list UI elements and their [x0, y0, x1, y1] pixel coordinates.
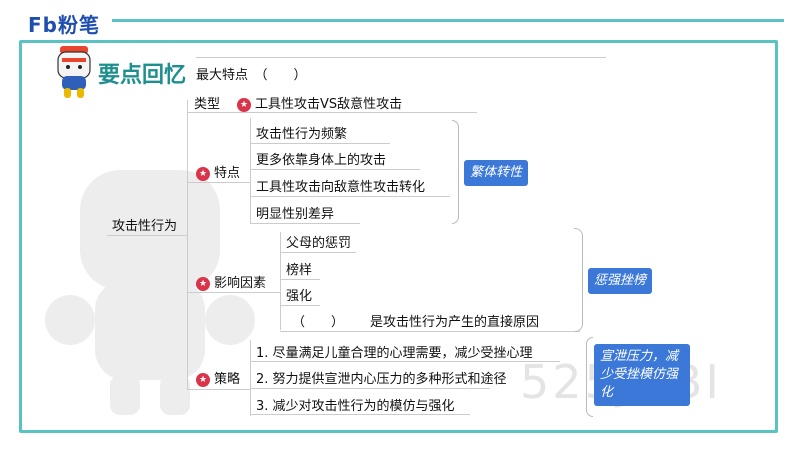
features-note: 繁体转性	[464, 160, 529, 186]
content-frame	[19, 40, 778, 433]
star-icon: ★	[196, 166, 210, 181]
strategies-branch-underline	[187, 389, 250, 390]
brand-logo: Fb粉笔	[28, 13, 100, 37]
factors-brace	[574, 228, 583, 332]
feature-item: 更多依靠身体上的攻击	[256, 153, 387, 168]
root-connector	[187, 100, 188, 390]
header-divider	[112, 19, 784, 22]
strategy-item-underline	[250, 361, 560, 362]
strategy-item-underline	[250, 388, 490, 389]
root-underline	[107, 235, 187, 236]
mascot-icon	[57, 46, 91, 98]
factor-item: 父母的惩罚	[286, 236, 352, 251]
factor-item-underline	[280, 331, 580, 332]
strategy-item: 1. 尽量满足儿童合理的心理需要，减少受挫心理	[256, 346, 533, 361]
strategy-item: 2. 努力提供宣泄内心压力的多种形式和途径	[256, 372, 507, 387]
page-title: 要点回忆	[98, 63, 187, 88]
strategies-connector	[250, 340, 251, 416]
header-rule	[196, 57, 606, 58]
feature-item: 工具性攻击向敌意性攻击转化	[256, 180, 426, 195]
type-branch-underline	[187, 112, 477, 113]
mascot-background-icon	[45, 170, 255, 415]
star-icon: ★	[237, 97, 251, 112]
factors-note: 惩强挫榜	[588, 268, 653, 294]
factor-blank-text: 是攻击性行为产生的直接原因	[370, 315, 540, 330]
feature-item-underline	[250, 143, 390, 144]
type-branch-label: 类型	[194, 97, 221, 112]
header-subtitle: 最大特点 （ ）	[196, 68, 307, 83]
strategy-item-underline	[250, 414, 470, 415]
star-icon: ★	[196, 276, 210, 291]
factor-item-underline	[280, 252, 356, 253]
factor-item-underline	[280, 305, 320, 306]
feature-item-underline	[250, 223, 360, 224]
factors-connector	[280, 232, 281, 330]
strategies-brace	[586, 337, 593, 417]
factors-branch-underline	[187, 292, 280, 293]
strategy-item: 3. 减少对攻击性行为的模仿与强化	[256, 399, 455, 414]
feature-item-underline	[250, 196, 450, 197]
factor-blank: （ ）	[292, 315, 345, 330]
feature-item: 攻击性行为频繁	[256, 127, 348, 142]
star-icon: ★	[196, 372, 210, 387]
features-connector	[250, 118, 251, 224]
factor-item: 榜样	[286, 263, 313, 278]
strategies-branch-label: ★策略	[196, 368, 240, 387]
features-branch-label: ★特点	[196, 162, 240, 181]
feature-item: 明显性别差异	[256, 207, 335, 222]
feature-item-underline	[250, 169, 420, 170]
features-branch-underline	[187, 182, 250, 183]
strategies-note: 宣泄压力，减少受挫模仿强化	[594, 344, 690, 406]
factors-branch-label: ★影响因素	[196, 272, 266, 291]
features-brace	[452, 120, 459, 224]
factor-item: 强化	[286, 289, 313, 304]
type-branch-content: ★工具性攻击VS敌意性攻击	[237, 93, 402, 112]
root-node-label: 攻击性行为	[112, 219, 178, 234]
factor-item-underline	[280, 279, 320, 280]
